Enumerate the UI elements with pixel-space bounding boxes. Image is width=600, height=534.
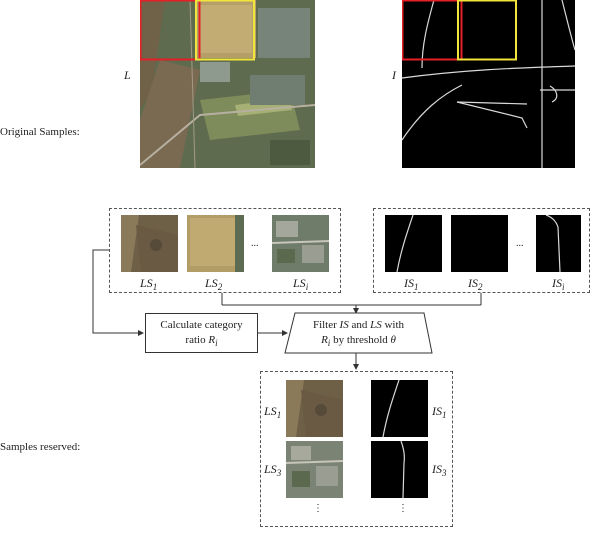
image-i-label: I	[392, 68, 396, 82]
reserved-is-thumb-3	[371, 441, 428, 498]
reserved-ls-label-1: LS1	[264, 404, 282, 420]
ls-ellipsis: ...	[251, 238, 259, 249]
reserved-ls-vdots: ⋮	[313, 503, 323, 514]
reserved-ls-thumb-1	[286, 380, 343, 437]
reserved-is-label-3: IS3	[432, 462, 447, 478]
image-l-label: L	[124, 68, 131, 82]
reserved-is-vdots: ⋮	[398, 503, 408, 514]
calculate-ratio-box: Calculate category ratio Ri	[145, 313, 258, 353]
satellite-image-l	[140, 0, 315, 168]
ls-label-2: LS2	[205, 276, 223, 292]
reserved-is-label-1: IS1	[432, 404, 447, 420]
connector-loop	[92, 249, 144, 336]
is-thumb-i	[536, 215, 581, 272]
is-thumb-2	[451, 215, 508, 272]
is-label-i: ISi	[552, 276, 565, 292]
is-label-2: IS2	[468, 276, 483, 292]
reserved-is-thumb-1	[371, 380, 428, 437]
filter-box-shape	[284, 312, 433, 354]
ls-thumb-1	[121, 215, 178, 272]
reserved-group	[260, 371, 453, 527]
samples-reserved-label: Samples reserved:	[0, 441, 81, 453]
reserved-ls-label-3: LS3	[264, 462, 282, 478]
calc-line1: Calculate category	[160, 319, 243, 331]
mask-image-i	[402, 0, 575, 168]
is-ellipsis: ...	[516, 238, 524, 249]
filter-line2: Ri by threshold θ	[321, 334, 396, 348]
is-thumb-1	[385, 215, 442, 272]
is-label-1: IS1	[404, 276, 419, 292]
ls-label-i: LSi	[293, 276, 309, 292]
ls-label-1: LS1	[140, 276, 158, 292]
ls-thumb-i	[272, 215, 329, 272]
filter-box: Filter IS and LS with Ri by threshold θ	[285, 313, 432, 353]
ls-thumb-2	[187, 215, 244, 272]
ls-group	[109, 208, 341, 293]
original-samples-label: Original Samples:	[0, 126, 80, 138]
reserved-ls-thumb-3	[286, 441, 343, 498]
filter-line1: Filter IS and LS with	[312, 319, 405, 331]
calc-line2: ratio Ri	[185, 334, 218, 348]
is-group	[373, 208, 590, 293]
